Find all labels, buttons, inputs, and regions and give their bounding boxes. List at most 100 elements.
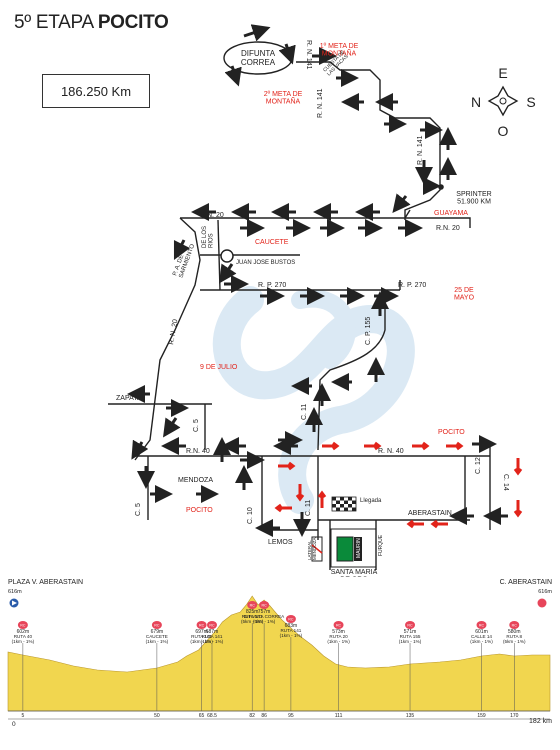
profile-axis-start: 0 — [12, 721, 16, 728]
arrow — [392, 193, 411, 214]
rc-marker-icon — [509, 621, 520, 629]
label-rn20-right: R.N. 20 — [436, 225, 460, 232]
distance-value: 186.250 Km — [60, 83, 132, 99]
rc-marker-label: RC — [262, 604, 268, 608]
rc-marker-icon — [206, 621, 217, 629]
profile-km-label: 65 — [199, 713, 205, 719]
rc-marker-label: RC — [336, 624, 342, 628]
rc-marker-icon — [285, 615, 296, 623]
profile-point-alt: 825m — [246, 609, 259, 615]
profile-km-label: 170 — [510, 713, 519, 719]
compass-rose-icon — [487, 85, 519, 117]
label-rn141-mid: R. N. 141 — [317, 88, 324, 118]
compass-south: S — [526, 94, 535, 110]
label-pocito-left: POCITO — [186, 507, 213, 514]
finish-flag-icon — [331, 496, 357, 512]
rc-marker-icon — [476, 621, 487, 629]
rc-marker-icon — [196, 621, 207, 629]
label-furque: FURQUE — [378, 534, 384, 556]
stage-prefix: 5º ETAPA — [14, 12, 93, 33]
arrow — [243, 24, 271, 42]
label-c5-lower: C. 5 — [135, 503, 142, 516]
stage-title: 5º ETAPA POCITO — [14, 12, 169, 34]
profile-point-desc: RUTA 141(1km - 1%) — [201, 634, 224, 644]
maurin-strip — [354, 537, 362, 561]
profile-km-label: 135 — [406, 713, 415, 719]
rc-marker-icon — [333, 621, 344, 629]
label-caucete: CAUCETE — [255, 239, 289, 246]
profile-point-desc: RUTA 141(1km - 1%) — [190, 634, 213, 644]
rc-marker-icon — [17, 621, 28, 629]
label-c11-upper: C. 11 — [301, 404, 308, 420]
rc-marker-label: RC — [209, 624, 215, 628]
finish-circuit-arrows — [274, 441, 523, 529]
profile-point-alt: 679m — [151, 629, 164, 635]
profile-point-alt: 757m — [258, 609, 271, 615]
rc-marker-icon — [151, 621, 162, 629]
arrow — [224, 65, 242, 87]
label-c5-upper: C. 5 — [193, 419, 200, 432]
label-de-los-rios: DE LOSRIOS — [202, 226, 215, 248]
rc-marker-label: RC — [154, 624, 160, 628]
label-rn20-left: R. N. 20 — [168, 319, 179, 346]
profile-point-alt: 573m — [332, 629, 345, 635]
profile-point-desc: CAUCETE(1km - 1%) — [146, 634, 169, 644]
profile-km-label: 5 — [21, 713, 24, 719]
distance-box: 186.250 Km — [42, 74, 150, 108]
profile-point-desc: RUTA 141(5km - 1%) — [241, 614, 264, 624]
rc-marker-label: RC — [512, 624, 518, 628]
profile-point-desc: RUTA 40(1km - 1%) — [12, 634, 35, 644]
label-rp270-right: R. P. 270 — [398, 282, 426, 289]
label-rn40-right: R. N. 40 — [378, 448, 404, 455]
profile-point-alt: 602m — [17, 629, 30, 635]
route-arrows — [127, 24, 508, 537]
rc-marker-label: RC — [288, 618, 294, 622]
arrow — [173, 239, 191, 261]
start-icon-arrow — [12, 600, 17, 606]
rc-marker-icon — [405, 621, 416, 629]
profile-km-label: 159 — [477, 713, 486, 719]
profile-km-label: 68.5 — [207, 713, 217, 719]
profile-point-desc: CALLE 14(1km - 1%) — [470, 634, 493, 644]
profile-point-desc: RUTA 141(1km - 1%) — [280, 628, 303, 638]
label-rn141-lower: R. N. 141 — [417, 135, 424, 165]
label-pa-sarmiento: P. A. DESARMIENTO — [172, 241, 196, 279]
rc-marker-label: RC — [250, 604, 256, 608]
arrow — [278, 43, 296, 65]
profile-point-alt: 697m — [195, 629, 208, 635]
profile-km-label: 86 — [261, 713, 267, 719]
label-aberastain: ABERASTAIN — [408, 510, 452, 517]
profile-point-desc: RUTA 20(1km - 1%) — [327, 634, 350, 644]
roundabout-icon — [220, 249, 234, 263]
plaza-outline — [330, 528, 377, 568]
road-rn20-right — [405, 217, 471, 228]
profile-start-alt: 616m — [8, 589, 22, 595]
profile-area — [7, 595, 551, 712]
rc-marker-icon — [259, 601, 270, 609]
arrow — [163, 417, 181, 438]
rc-marker-label: RC — [20, 624, 26, 628]
label-zapata: ZAPATA — [116, 395, 142, 402]
profile-km-label: 111 — [335, 713, 343, 719]
profile-point-alt: 571m — [404, 629, 417, 635]
stage-name: POCITO — [97, 12, 169, 33]
profile-end-alt: 616m — [538, 589, 552, 595]
compass-north: N — [471, 94, 481, 110]
rc-marker-label: RC — [407, 624, 413, 628]
arrow — [219, 263, 237, 284]
label-lateral-mendoza: LATERALMENDOZA — [307, 538, 317, 561]
label-c11-lower: C. 11 — [305, 500, 312, 516]
profile-point-alt: 683m — [285, 623, 298, 629]
profile-axis-end: 182 km — [529, 718, 552, 725]
label-mendoza: MENDOZA — [178, 477, 213, 484]
profile-point-desc: RUTA 155(1km - 1%) — [399, 634, 422, 644]
label-llegada: Llegada — [360, 498, 382, 504]
rc-marker-icon — [247, 601, 258, 609]
compass-east: E — [498, 65, 507, 81]
